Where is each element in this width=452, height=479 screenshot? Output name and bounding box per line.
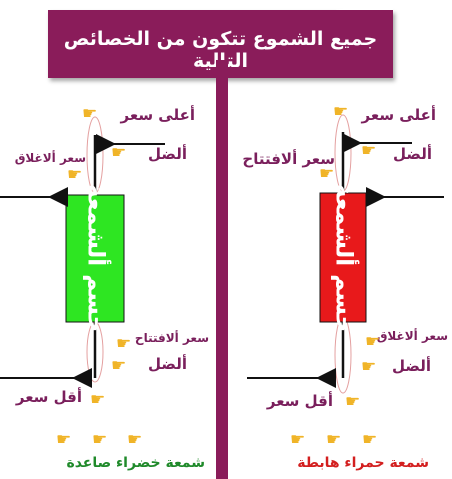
green-candle-body	[65, 194, 125, 323]
red-candle-body	[319, 192, 367, 323]
green-open-label: سعر ألافتتاح	[134, 331, 209, 345]
green-high-label: أعلى سعر	[120, 106, 195, 124]
green-upper-shadow-ellipse	[86, 116, 104, 194]
red-caption: شمعة حمراء هابطة	[297, 455, 429, 471]
pointing-hand-icon: ☛	[56, 430, 72, 450]
pointing-hand-icon: ☛	[361, 141, 377, 161]
red-low-label: أقل سعر	[266, 392, 333, 410]
red-high-label: أعلى سعر	[361, 106, 436, 124]
pointing-hand-icon: ☛	[362, 430, 378, 450]
green-low-label: أقل سعر	[15, 388, 82, 406]
red-open-label: سعر ألافتتاح	[242, 150, 335, 168]
green-lower-shadow-label: ألضل	[148, 355, 187, 373]
pointing-hand-icon: ☛	[365, 332, 381, 352]
red-body-label: جسم ألشمعة	[331, 184, 361, 332]
pointing-hand-icon: ☛	[82, 104, 98, 124]
pointing-hand-icon: ☛	[67, 165, 83, 185]
pointing-hand-icon: ☛	[90, 390, 106, 410]
green-body-label: جسم ألشمعة	[83, 184, 113, 332]
green-caption: شمعة خضراء صاعدة	[66, 455, 205, 471]
pointing-hand-icon: ☛	[290, 430, 306, 450]
pointing-hand-icon: ☛	[92, 430, 108, 450]
pointing-hand-icon: ☛	[345, 392, 361, 412]
red-upper-shadow-label: ألضل	[393, 145, 432, 163]
red-candle	[319, 114, 367, 394]
center-divider	[216, 60, 228, 479]
pointing-hand-icon: ☛	[127, 430, 143, 450]
pointing-hand-icon: ☛	[361, 357, 377, 377]
red-upper-shadow-ellipse	[334, 114, 352, 192]
red-close-label: سعر ألاغلاق	[376, 329, 448, 343]
green-upper-shadow-label: ألضل	[148, 145, 187, 163]
red-lower-shadow-label: ألضل	[392, 357, 431, 375]
green-candle	[65, 116, 125, 383]
pointing-hand-icon: ☛	[333, 102, 349, 122]
green-close-label: سعر ألاغلاق	[14, 151, 86, 165]
pointing-hand-icon: ☛	[111, 143, 127, 163]
pointing-hand-icon: ☛	[326, 430, 342, 450]
pointing-hand-icon: ☛	[319, 164, 335, 184]
pointing-hand-icon: ☛	[116, 334, 132, 354]
pointing-hand-icon: ☛	[111, 356, 127, 376]
